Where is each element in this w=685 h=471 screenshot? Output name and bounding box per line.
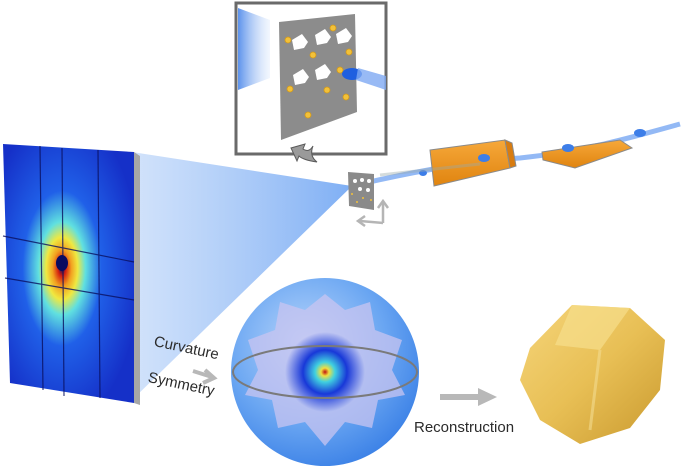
- curvature-symmetry-arrow-icon: [192, 368, 218, 385]
- diffraction-pattern: [3, 144, 134, 403]
- mirror-2: [541, 139, 634, 169]
- equator-ring: [232, 345, 418, 399]
- beamline: [351, 121, 681, 189]
- mirror-1: [429, 139, 517, 187]
- xray-beam: [351, 121, 681, 189]
- inset-incident-beam: [238, 8, 270, 90]
- inset-particles: [292, 28, 352, 85]
- reconstruction-arrow-icon: [440, 388, 497, 406]
- ewald-sphere: [231, 278, 419, 466]
- axes-icon: [355, 198, 390, 228]
- inset-zoom-view: [234, 1, 388, 156]
- sample-membrane: [348, 172, 374, 210]
- scattering-cone: [132, 152, 352, 400]
- inset-gold-dots: [284, 24, 353, 119]
- beam-focus-spots: [419, 129, 646, 176]
- beam-stop: [56, 255, 68, 271]
- label-reconstruction: Reconstruction: [414, 419, 515, 436]
- intensity-core: [285, 332, 365, 412]
- reconstructed-particle: [520, 305, 665, 444]
- zoom-arrow-icon: [290, 143, 318, 163]
- detector-panel-gaps: [2, 145, 135, 399]
- inset-beam-tail: [356, 68, 386, 90]
- detector: [2, 144, 140, 405]
